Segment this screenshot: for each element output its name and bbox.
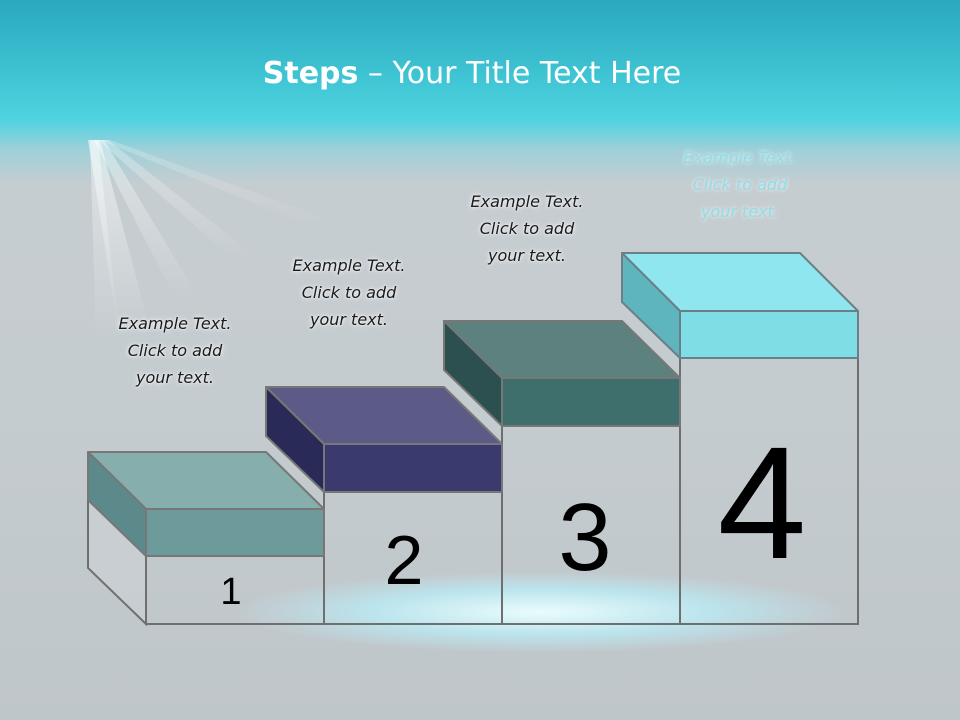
step-2-number: 2 — [385, 521, 424, 599]
step-3-block[interactable] — [443, 320, 681, 427]
step-2-caption[interactable]: Example Text. Click to add your text. — [254, 252, 444, 333]
step-4-caption-line: Example Text. — [683, 148, 797, 167]
step-1-caption[interactable]: Example Text. Click to add your text. — [80, 310, 270, 391]
step-2-block[interactable] — [265, 386, 503, 493]
step-3-caption[interactable]: Example Text. Click to add your text. — [432, 188, 622, 269]
step-4-caption-line: Click to add — [692, 175, 788, 194]
step-3-number: 3 — [558, 484, 611, 591]
step-4-block[interactable] — [621, 252, 859, 359]
step-4-caption[interactable]: Example Text. Click to add your text. — [645, 144, 835, 225]
step-3-caption-line: Click to add — [479, 219, 575, 238]
step-1-number: 1 — [220, 571, 241, 613]
step-1-caption-line: Example Text. — [118, 314, 232, 333]
step-3-caption-line: your text. — [487, 246, 566, 265]
title-rest: – Your Title Text Here — [358, 56, 682, 91]
slide-title[interactable]: Steps – Your Title Text Here — [0, 54, 944, 94]
step-1-caption-line: your text. — [135, 368, 214, 387]
step-4-caption-line: your text. — [700, 202, 779, 221]
step-2-caption-line: your text. — [309, 310, 388, 329]
step-3-caption-line: Example Text. — [470, 192, 584, 211]
title-bold: Steps — [262, 56, 359, 91]
step-2-caption-line: Click to add — [301, 283, 397, 302]
step-2-caption-line: Example Text. — [292, 256, 406, 275]
step-1-block[interactable] — [87, 451, 325, 557]
floor-glow — [240, 572, 840, 652]
step-4-number: 4 — [718, 413, 807, 592]
step-1-caption-line: Click to add — [127, 341, 223, 360]
